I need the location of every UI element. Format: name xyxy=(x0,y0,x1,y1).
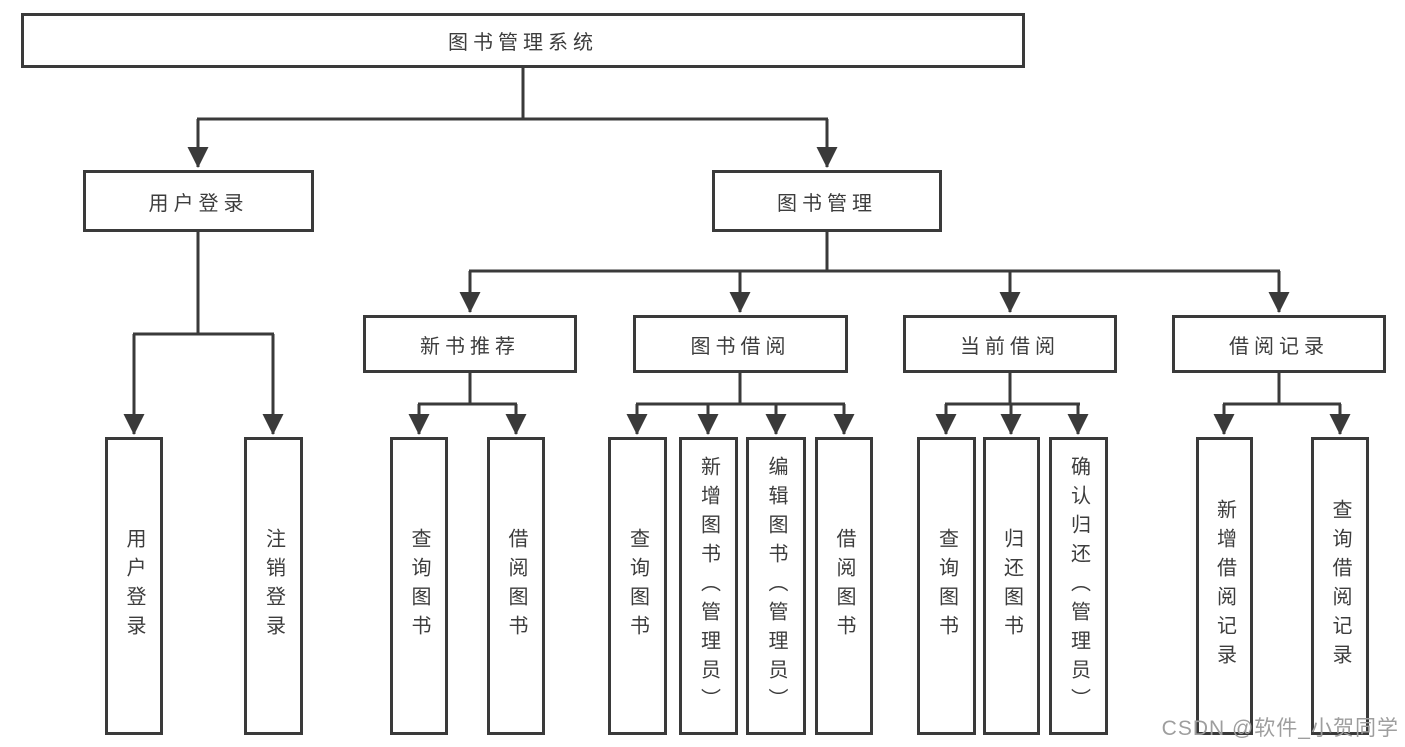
leaf-return-books: 归还图书 xyxy=(983,437,1040,735)
node-book-borrow: 图书借阅 xyxy=(633,315,848,373)
leaf-confirm-return-admin: 确认归还（管理员） xyxy=(1049,437,1108,735)
leaf-user-login: 用户登录 xyxy=(105,437,163,735)
leaf-borrow-books-recommend: 借阅图书 xyxy=(487,437,545,735)
csdn-watermark: CSDN @软件_小贺同学 xyxy=(1161,717,1399,740)
leaf-logout: 注销登录 xyxy=(244,437,303,735)
leaf-add-borrow-record: 新增借阅记录 xyxy=(1196,437,1253,735)
node-book-management: 图书管理 xyxy=(712,170,942,232)
leaf-query-borrow-record: 查询借阅记录 xyxy=(1311,437,1369,735)
node-new-book-recommend: 新书推荐 xyxy=(363,315,577,373)
leaf-add-books-admin: 新增图书（管理员） xyxy=(679,437,738,735)
node-root-system: 图书管理系统 xyxy=(21,13,1025,68)
node-borrow-records: 借阅记录 xyxy=(1172,315,1386,373)
leaf-query-books-recommend: 查询图书 xyxy=(390,437,448,735)
leaf-edit-books-admin: 编辑图书（管理员） xyxy=(746,437,806,735)
leaf-borrow-books: 借阅图书 xyxy=(815,437,873,735)
node-current-borrow: 当前借阅 xyxy=(903,315,1117,373)
leaf-query-books-current: 查询图书 xyxy=(917,437,976,735)
node-user-login: 用户登录 xyxy=(83,170,314,232)
leaf-query-books-borrow: 查询图书 xyxy=(608,437,667,735)
